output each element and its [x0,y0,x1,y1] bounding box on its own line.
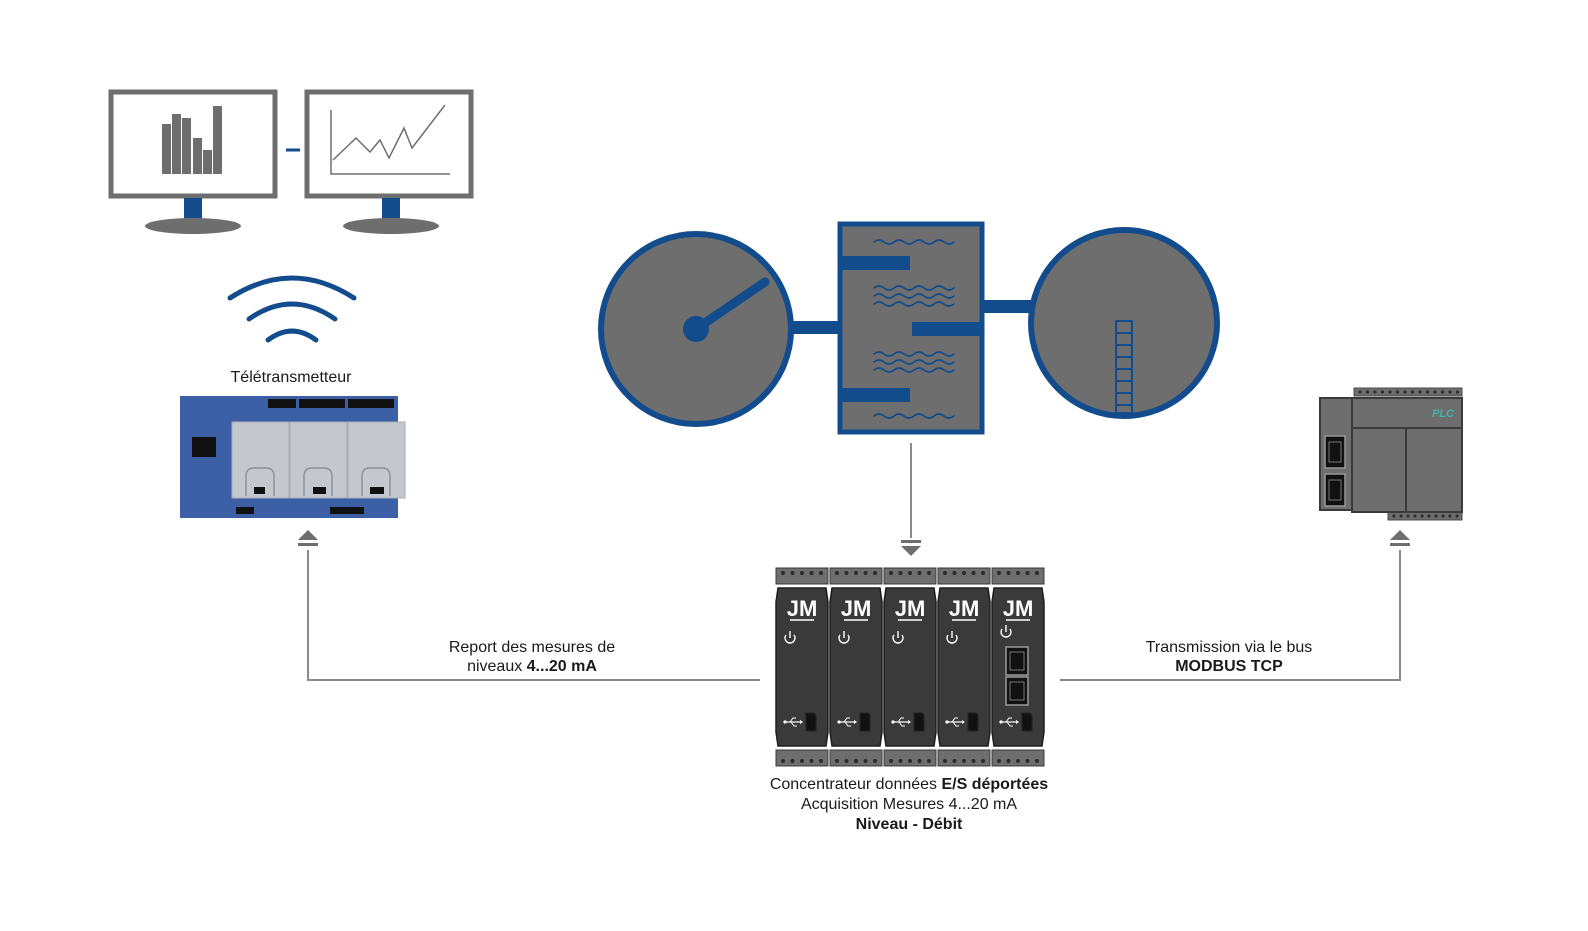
teletransmetteur-label: Télétransmetteur [231,369,353,386]
connection-lines [307,443,1401,681]
usb-icon [783,717,803,727]
concentrator-caption-line3: Niveau - Débit [856,816,963,833]
usb-port [1021,712,1033,732]
plc-device: PLC [1319,387,1463,521]
arrow-down-concentrator [901,540,921,556]
teletransmetteur-device [180,396,406,518]
io-module: JM [937,567,991,767]
report-label-line2: niveaux 4...20 mA [467,658,597,675]
usb-port [805,712,817,732]
arrow-up-plc [1390,530,1410,546]
transmission-label-line1: Transmission via le bus [1146,639,1313,656]
wireless-signal-icon [227,275,357,343]
usb-port [913,712,925,732]
io-module: JM [775,567,829,767]
jm-logo: JM [1003,596,1034,621]
io-module: JM [883,567,937,767]
transmission-label-line2: MODBUS TCP [1175,658,1283,675]
jm-logo: JM [841,596,872,621]
io-module: JM [991,567,1045,767]
usb-icon [945,717,965,727]
concentrator-caption-line1: Concentrateur données E/S déportées [770,776,1048,793]
power-icon [784,631,796,644]
usb-port [967,712,979,732]
jm-logo: JM [895,596,926,621]
usb-icon [891,717,911,727]
flow-gauge-icon [598,231,794,427]
bar-chart-monitor-icon [108,89,278,234]
treatment-tank [837,221,985,435]
usb-port [859,712,871,732]
ethernet-port [1005,676,1029,706]
line-chart-monitor-icon [304,89,474,234]
concentrator-caption-line2: Acquisition Mesures 4...20 mA [801,796,1017,813]
usb-icon [837,717,857,727]
pipe-left [790,321,840,334]
power-icon [838,631,850,644]
jm-logo: JM [949,596,980,621]
pipe-right [982,300,1032,313]
power-icon [1000,625,1012,638]
jm-logo: JM [787,596,818,621]
ethernet-port [1005,646,1029,676]
plc-label: PLC [1432,408,1455,420]
power-icon [946,631,958,644]
io-module: JM [829,567,883,767]
arrow-up-teletransmetteur [298,530,318,546]
power-icon [892,631,904,644]
concentrator-modules: JM JM JM JM JM [775,567,1045,767]
level-gauge-icon [1028,227,1220,419]
usb-icon [999,717,1019,727]
report-label-line1: Report des mesures de [449,639,615,656]
